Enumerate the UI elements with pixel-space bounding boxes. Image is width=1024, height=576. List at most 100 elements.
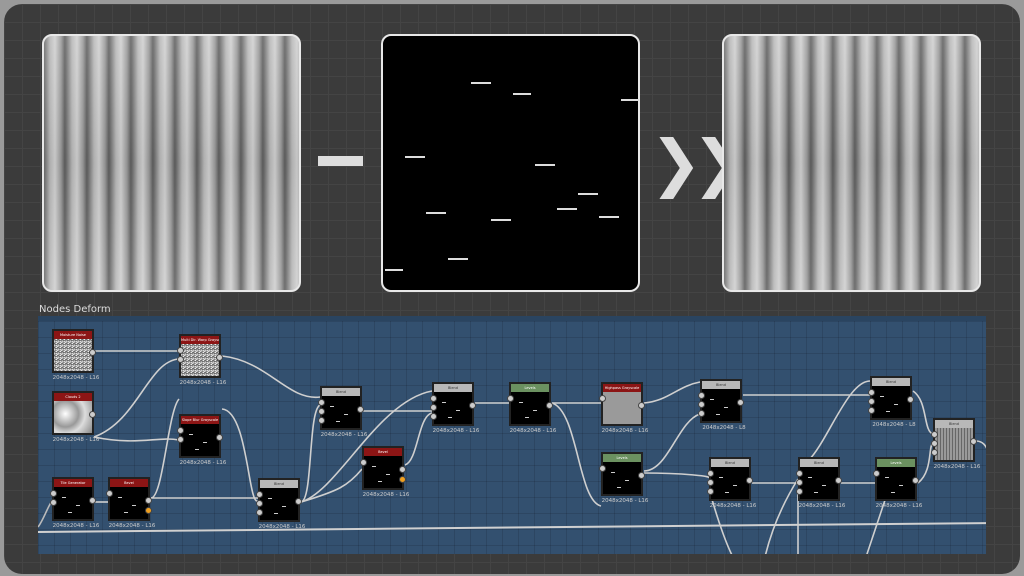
- node-resolution: 2048x2048 - L16: [509, 428, 557, 434]
- node-title: Levels: [877, 459, 915, 467]
- input-port[interactable]: [698, 410, 705, 417]
- node-graph-canvas[interactable]: Moisture Noise 2048x2048 - L16 Multi Dir.…: [38, 316, 986, 554]
- output-port[interactable]: [912, 477, 919, 484]
- graph-node[interactable]: Slope Blur Grayscale 2048x2048 - L16: [177, 414, 226, 466]
- graph-node[interactable]: Blend 2048x2048 - L16: [707, 457, 756, 509]
- input-port[interactable]: [599, 395, 606, 402]
- node-thumbnail: [711, 467, 749, 499]
- output-port[interactable]: [638, 472, 645, 479]
- output-port[interactable]: [216, 434, 223, 441]
- node-title: Moisture Noise: [54, 331, 92, 339]
- node-title: Blend: [434, 384, 472, 392]
- input-port[interactable]: [318, 408, 325, 415]
- output-port[interactable]: [737, 399, 744, 406]
- node-thumbnail: [872, 386, 910, 418]
- input-port[interactable]: [256, 491, 263, 498]
- node-thumbnail: [54, 339, 92, 371]
- output-port[interactable]: [89, 411, 96, 418]
- graph-node[interactable]: Levels 2048x2048 - L16: [507, 382, 556, 434]
- input-port[interactable]: [177, 356, 184, 363]
- node-thumbnail: [877, 467, 915, 499]
- graph-node[interactable]: Blend 2048x2048 - L8: [698, 379, 746, 431]
- node-thumbnail: [603, 462, 641, 494]
- graph-node[interactable]: Blend 2048x2048 - L16: [256, 478, 305, 530]
- graph-node[interactable]: Highpass Grayscale 2048x2048 - L16: [599, 382, 648, 434]
- node-resolution: 2048x2048 - L8: [872, 422, 916, 428]
- input-port[interactable]: [50, 490, 57, 497]
- input-port[interactable]: [256, 509, 263, 516]
- input-port[interactable]: [430, 413, 437, 420]
- input-port[interactable]: [599, 465, 606, 472]
- input-port[interactable]: [868, 398, 875, 405]
- output-port[interactable]: [399, 466, 406, 473]
- input-port[interactable]: [318, 399, 325, 406]
- graph-node[interactable]: Blend 2048x2048 - L8: [868, 376, 916, 428]
- input-port[interactable]: [931, 440, 938, 447]
- graph-node[interactable]: Blend 2048x2048 - L16: [430, 382, 479, 434]
- input-port[interactable]: [931, 431, 938, 438]
- input-port[interactable]: [707, 479, 714, 486]
- node-resolution: 2048x2048 - L16: [320, 432, 368, 438]
- node-title: Clouds 2: [54, 393, 92, 401]
- output-port[interactable]: [89, 349, 96, 356]
- input-texture-preview: [42, 34, 301, 292]
- node-thumbnail: [181, 344, 219, 376]
- node-thumbnail: [434, 392, 472, 424]
- input-port[interactable]: [868, 407, 875, 414]
- graph-node[interactable]: Blend 2048x2048 - L16: [931, 418, 980, 470]
- input-port[interactable]: [868, 389, 875, 396]
- input-port[interactable]: [256, 500, 263, 507]
- graph-node[interactable]: Blend 2048x2048 - L16: [796, 457, 845, 509]
- graph-node[interactable]: Levels 2048x2048 - L16: [873, 457, 922, 509]
- input-port[interactable]: [177, 436, 184, 443]
- graph-node[interactable]: Multi Dir. Warp Grayscale 2048x2048 - L1…: [177, 334, 226, 386]
- output-port[interactable]: [469, 402, 476, 409]
- node-title: Blend: [260, 480, 298, 488]
- input-port[interactable]: [177, 347, 184, 354]
- input-port[interactable]: [106, 490, 113, 497]
- output-port[interactable]: [835, 477, 842, 484]
- input-port[interactable]: [698, 401, 705, 408]
- input-port[interactable]: [430, 404, 437, 411]
- input-port[interactable]: [360, 459, 367, 466]
- node-title: Levels: [511, 384, 549, 392]
- input-port[interactable]: [796, 470, 803, 477]
- graph-node[interactable]: Clouds 2 2048x2048 - L16: [52, 391, 99, 443]
- output-port[interactable]: [907, 396, 914, 403]
- output-port[interactable]: [89, 497, 96, 504]
- output-port[interactable]: [638, 402, 645, 409]
- node-title: Tile Generator: [54, 479, 92, 487]
- input-port[interactable]: [430, 395, 437, 402]
- input-port[interactable]: [873, 470, 880, 477]
- output-port[interactable]: [357, 406, 364, 413]
- input-port[interactable]: [318, 417, 325, 424]
- node-title: Blend: [872, 378, 910, 386]
- input-port[interactable]: [707, 470, 714, 477]
- output-port[interactable]: [546, 402, 553, 409]
- output-port[interactable]: [746, 477, 753, 484]
- graph-node[interactable]: Bevel 2048x2048 - L16: [360, 446, 409, 498]
- output-port[interactable]: [970, 438, 977, 445]
- node-thumbnail: [181, 424, 219, 456]
- graph-node[interactable]: Levels 2048x2048 - L16: [599, 452, 648, 504]
- output-port[interactable]: [295, 498, 302, 505]
- graph-node[interactable]: Blend 2048x2048 - L16: [318, 386, 367, 438]
- node-title: Blend: [935, 420, 973, 428]
- graph-node[interactable]: Bevel 2048x2048 - L16: [106, 477, 155, 529]
- output-port-secondary[interactable]: [399, 476, 406, 483]
- input-port[interactable]: [177, 427, 184, 434]
- input-port[interactable]: [50, 499, 57, 506]
- output-port[interactable]: [145, 497, 152, 504]
- node-resolution: 2048x2048 - L16: [798, 503, 846, 509]
- graph-node[interactable]: Tile Generator 2048x2048 - L16: [50, 477, 99, 529]
- input-port[interactable]: [796, 479, 803, 486]
- output-port-secondary[interactable]: [145, 507, 152, 514]
- input-port[interactable]: [796, 488, 803, 495]
- input-port[interactable]: [507, 395, 514, 402]
- input-port[interactable]: [698, 392, 705, 399]
- input-port[interactable]: [707, 488, 714, 495]
- node-thumbnail: [322, 396, 360, 428]
- input-port[interactable]: [931, 449, 938, 456]
- output-port[interactable]: [216, 354, 223, 361]
- graph-node[interactable]: Moisture Noise 2048x2048 - L16: [52, 329, 99, 381]
